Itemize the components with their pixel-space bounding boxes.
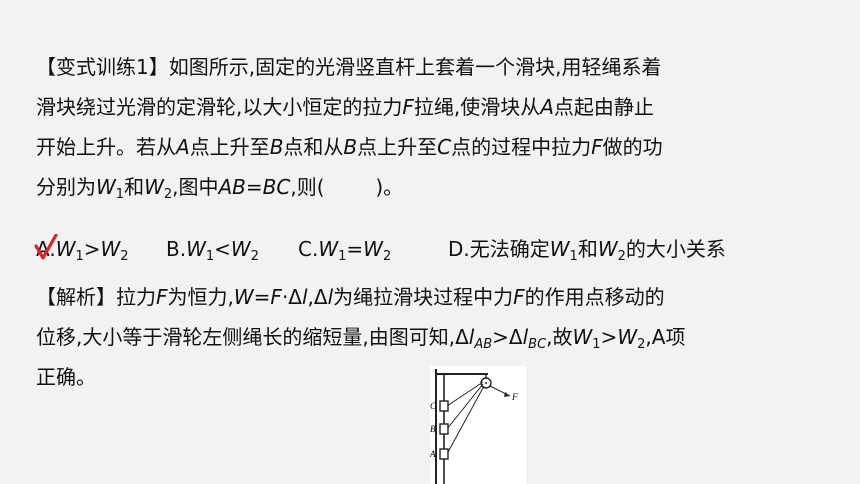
question-line-4: 分别为W1和W2,图中AB=BC,则( )。	[36, 175, 404, 202]
label-c: C	[430, 401, 437, 411]
option-d[interactable]: D.无法确定W1和W2的大小关系	[448, 237, 726, 264]
question-line-1: 【变式训练1】如图所示,固定的光滑竖直杆上套着一个滑块,用轻绳系着	[36, 55, 662, 79]
label-f: F	[511, 392, 518, 402]
pulley-axle	[485, 382, 487, 384]
question-line-3: 开始上升。若从A点上升至B点和从B点上升至C点的过程中拉力F做的功	[36, 135, 663, 159]
answer-blank	[325, 175, 376, 199]
rope-to-c	[446, 381, 484, 407]
slider-c	[439, 400, 449, 412]
question-line-2: 滑块绕过光滑的定滑轮,以大小恒定的拉力F拉绳,使滑块从A点起由静止	[36, 95, 654, 119]
option-b[interactable]: B.W1<W2	[166, 237, 259, 264]
force-arrow-icon	[504, 392, 510, 397]
label-a: A	[430, 449, 436, 459]
slider-b	[439, 423, 449, 435]
rope-to-a	[446, 385, 485, 455]
analysis-line-3: 正确。	[36, 365, 96, 389]
question-tag: 【变式训练1】	[36, 55, 169, 79]
analysis-line-1: 【解析】拉力F为恒力,W=F·Δl,Δl为绳拉滑块过程中力F的作用点移动的	[36, 285, 665, 309]
rope-to-b	[446, 383, 484, 430]
red-checkmark-icon	[34, 234, 58, 260]
pulley-diagram: C B A F	[430, 366, 526, 484]
option-c[interactable]: C.W1=W2	[298, 237, 392, 264]
label-b: B	[430, 424, 436, 434]
slider-a	[439, 448, 449, 460]
analysis-line-2: 位移,大小等于滑轮左侧绳长的缩短量,由图可知,ΔlAB>ΔlBC,故W1>W2,…	[36, 325, 686, 352]
analysis-tag: 【解析】	[36, 285, 116, 309]
